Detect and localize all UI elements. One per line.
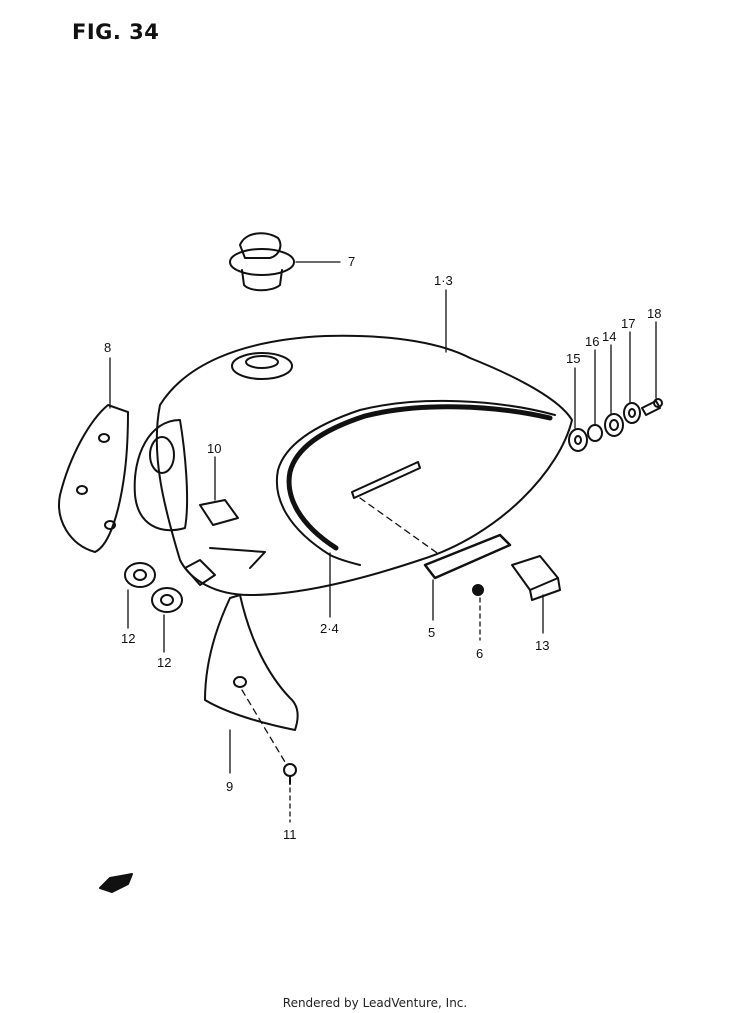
fuel-cap-top bbox=[239, 232, 282, 259]
tank-stripe-outer bbox=[275, 399, 556, 566]
emblem-plate bbox=[199, 499, 239, 526]
callout-6: 6 bbox=[476, 646, 483, 661]
figure-title: FIG. 34 bbox=[72, 20, 160, 44]
tank-emblem bbox=[423, 533, 512, 580]
callout-5: 5 bbox=[428, 625, 435, 640]
side-cover-hole-a bbox=[98, 433, 110, 443]
lower-cover bbox=[204, 594, 299, 731]
callout-15: 15 bbox=[566, 351, 580, 366]
filler-neck-inner bbox=[245, 355, 279, 369]
washer-17 bbox=[623, 402, 641, 424]
fuel-cap-rim bbox=[229, 248, 295, 276]
screw-6-head bbox=[472, 584, 484, 596]
callout-17: 17 bbox=[621, 316, 635, 331]
lower-cover-hole bbox=[233, 676, 247, 688]
tank-rear-hole bbox=[149, 436, 175, 474]
grommet-lower-hole bbox=[160, 594, 174, 606]
callout-1-3: 1·3 bbox=[434, 273, 453, 288]
tank-lower-tab bbox=[209, 547, 266, 569]
leader-mount-dash bbox=[359, 497, 441, 556]
callout-14: 14 bbox=[602, 329, 616, 344]
leader-9-dash bbox=[241, 689, 286, 763]
grommet-14 bbox=[604, 413, 624, 437]
side-cover-hole-c bbox=[104, 520, 116, 530]
callout-12-upper: 12 bbox=[121, 631, 135, 646]
callout-16: 16 bbox=[585, 334, 599, 349]
grommet-lower bbox=[151, 587, 183, 613]
cushion-pad bbox=[511, 555, 559, 591]
bolt-18-head bbox=[653, 398, 663, 408]
tank-rear-flange bbox=[133, 419, 189, 532]
footer-credit: Rendered by LeadVenture, Inc. bbox=[282, 996, 468, 1010]
washer-15-hole bbox=[574, 435, 582, 445]
collar-16 bbox=[587, 424, 603, 442]
callout-7: 7 bbox=[348, 254, 355, 269]
filler-neck bbox=[231, 352, 293, 380]
fuel-tank-body bbox=[155, 334, 573, 596]
bolt-18 bbox=[641, 400, 661, 416]
washer-17-hole bbox=[628, 408, 636, 418]
callout-13: 13 bbox=[535, 638, 549, 653]
callout-9: 9 bbox=[226, 779, 233, 794]
tank-stripe-band bbox=[286, 404, 553, 551]
callout-2-4: 2·4 bbox=[320, 621, 339, 636]
callout-18: 18 bbox=[647, 306, 661, 321]
grommet-14-hole bbox=[609, 419, 619, 431]
callout-10: 10 bbox=[207, 441, 221, 456]
callout-12-lower: 12 bbox=[157, 655, 171, 670]
side-cover-hole-b bbox=[76, 485, 88, 495]
tank-lower-bracket bbox=[184, 559, 216, 586]
screw-11-head bbox=[283, 763, 297, 777]
grommet-upper bbox=[124, 562, 156, 588]
grommet-upper-hole bbox=[133, 569, 147, 581]
callout-8: 8 bbox=[104, 340, 111, 355]
cushion-pad-side bbox=[529, 577, 561, 601]
callout-11: 11 bbox=[283, 827, 297, 842]
tank-mount-slot bbox=[351, 461, 421, 499]
front-direction-arrow-icon bbox=[99, 873, 133, 893]
washer-15 bbox=[568, 428, 588, 452]
side-cover-left bbox=[58, 404, 129, 553]
fuel-cap-neck bbox=[241, 269, 283, 292]
